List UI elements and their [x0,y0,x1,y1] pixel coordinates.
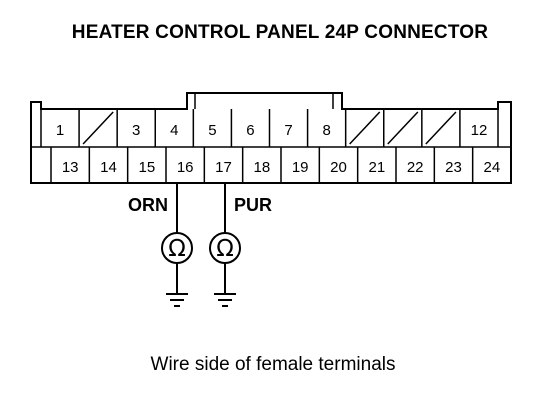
pin-label: 18 [253,159,270,176]
pin-label: 1 [56,122,64,139]
pin-label: 8 [322,122,330,139]
pin-label: 19 [292,159,309,176]
pin-label: 17 [215,159,232,176]
ohm-icon-pur: Ω [216,236,234,262]
pin-label: 4 [170,122,178,139]
wire-orn [166,183,188,307]
pin-label: 22 [407,159,424,176]
diagram-title: HEATER CONTROL PANEL 24P CONNECTOR [71,22,489,43]
connector-top-row: 1 3 4 5 6 7 8 12 [56,109,487,147]
unused-cavity-mark [82,111,114,145]
pin-label: 24 [483,159,500,176]
ohm-icon-orn: Ω [168,236,186,262]
pin-label: 16 [177,159,194,176]
pin-label: 14 [100,159,117,176]
unused-cavity-mark [425,111,457,145]
pin-label: 13 [62,159,79,176]
pin-label: 20 [330,159,347,176]
wire-label-pur: PUR [234,195,272,215]
ohmmeter-orn: Ω [161,232,193,264]
pin-label: 7 [284,122,292,139]
pin-label: 15 [138,159,155,176]
pin-label: 3 [132,122,140,139]
pin-label: 21 [368,159,385,176]
diagram-caption: Wire side of female terminals [150,354,396,375]
connector-shell [30,92,512,184]
pin-label: 6 [246,122,254,139]
pin-label: 12 [471,122,488,139]
unused-cavity-mark [349,111,381,145]
pin-label: 5 [208,122,216,139]
connector-bottom-row: 13 14 15 16 17 18 19 20 21 22 23 24 [50,147,500,183]
pin-label: 23 [445,159,462,176]
ohmmeter-pur: Ω [209,232,241,264]
wire-label-orn: ORN [128,195,168,215]
unused-cavity-mark [387,111,419,145]
wire-pur [214,183,236,307]
